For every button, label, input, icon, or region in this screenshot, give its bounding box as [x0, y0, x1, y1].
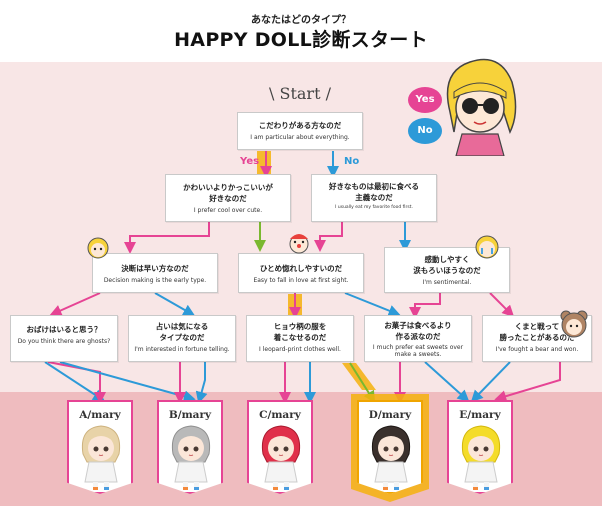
- question-sweets: お菓子は食べるより 作る派なのだ I much prefer eat sweet…: [364, 315, 472, 362]
- question-root-jp: こだわりがある方なのだ: [258, 121, 342, 130]
- header-subtitle: あなたはどのタイプ？: [251, 15, 351, 26]
- doll-icon: [171, 425, 211, 490]
- doll-icon: [461, 425, 501, 490]
- legend-yes-bubble: Yes: [408, 87, 442, 113]
- legend-no-bubble: No: [408, 118, 442, 144]
- question-decision-fast: 決断は早い方なのだ Decision making is the early t…: [92, 253, 218, 293]
- doll-icon: [371, 425, 411, 490]
- question-fortune-jp: 占いは気になる タイプなのだ: [155, 322, 209, 342]
- question-love-first-sight: ひとめ惚れしやすいのだ Easy to fall in love at firs…: [238, 253, 364, 293]
- question-bear-en: I've fought a bear and won.: [495, 346, 579, 353]
- question-sentimental-jp: 感動しやすく 涙もろいほうなのだ: [413, 255, 481, 275]
- question-eat-first-en: I usually eat my favorite food first.: [335, 205, 413, 210]
- question-root-en: I am particular about everything.: [250, 134, 350, 141]
- girl-face-icon: [87, 237, 109, 259]
- question-fortune-en: I'm interested in fortune telling.: [134, 346, 230, 353]
- result-name: D/mary: [368, 409, 412, 421]
- question-eat-first-jp: 好きなものは最初に食べる 主義なのだ: [329, 182, 419, 202]
- bear-hood-girl-icon: [560, 310, 588, 338]
- yes-branch-label: Yes: [240, 156, 260, 167]
- sunglasses-girl-icon: [446, 58, 517, 156]
- result-name: B/mary: [168, 409, 212, 421]
- result-card[interactable]: E/mary: [447, 400, 513, 494]
- result-card[interactable]: B/mary: [157, 400, 223, 494]
- doll-icon: [81, 425, 121, 490]
- result-name: E/mary: [459, 409, 501, 421]
- question-cool-jp: かわいいよりかっこいいが 好きなのだ: [183, 183, 273, 203]
- result-card[interactable]: C/mary: [247, 400, 313, 494]
- question-sentimental-en: I'm sentimental.: [422, 279, 472, 286]
- question-eat-first: 好きなものは最初に食べる 主義なのだ I usually eat my favo…: [311, 174, 437, 222]
- result-card[interactable]: D/mary: [357, 400, 423, 494]
- question-root: こだわりがある方なのだ I am particular about everyt…: [237, 112, 363, 150]
- question-leopard-en: I leopard-print clothes well.: [259, 346, 341, 353]
- question-fortune: 占いは気になる タイプなのだ I'm interested in fortune…: [128, 315, 236, 362]
- header-title: HAPPY DOLL診断スタート: [174, 29, 428, 51]
- doll-icon: [261, 425, 301, 490]
- question-cool-over-cute: かわいいよりかっこいいが 好きなのだ I prefer cool over cu…: [165, 174, 291, 222]
- question-love-en: Easy to fall in love at first sight.: [253, 277, 349, 284]
- question-leopard: ヒョウ柄の服を 着こなせるのだ I leopard-print clothes …: [246, 315, 354, 362]
- no-branch-label: No: [344, 156, 360, 167]
- question-ghosts: おばけはいると思う？ Do you think there are ghosts…: [10, 315, 118, 362]
- question-sweets-en: I much prefer eat sweets over make a swe…: [372, 344, 464, 358]
- clown-face-icon: [289, 234, 309, 254]
- result-name: A/mary: [79, 409, 121, 421]
- question-love-jp: ひとめ惚れしやすいのだ: [259, 264, 343, 273]
- question-ghosts-en: Do you think there are ghosts?: [17, 338, 111, 345]
- question-ghosts-jp: おばけはいると思う？: [26, 325, 102, 334]
- result-card[interactable]: A/mary: [67, 400, 133, 494]
- question-sweets-jp: お菓子は食べるより 作る派なのだ: [384, 321, 452, 341]
- start-label: \ Start /: [269, 84, 331, 103]
- question-decision-en: Decision making is the early type.: [103, 277, 207, 284]
- question-bear-jp: くまと戦って 勝ったことがあるのだ: [499, 322, 575, 342]
- question-leopard-jp: ヒョウ柄の服を 着こなせるのだ: [273, 322, 327, 342]
- result-name: C/mary: [259, 409, 301, 421]
- crying-girl-icon: [475, 235, 499, 259]
- question-decision-jp: 決断は早い方なのだ: [121, 264, 189, 273]
- question-cool-en: I prefer cool over cute.: [193, 207, 263, 214]
